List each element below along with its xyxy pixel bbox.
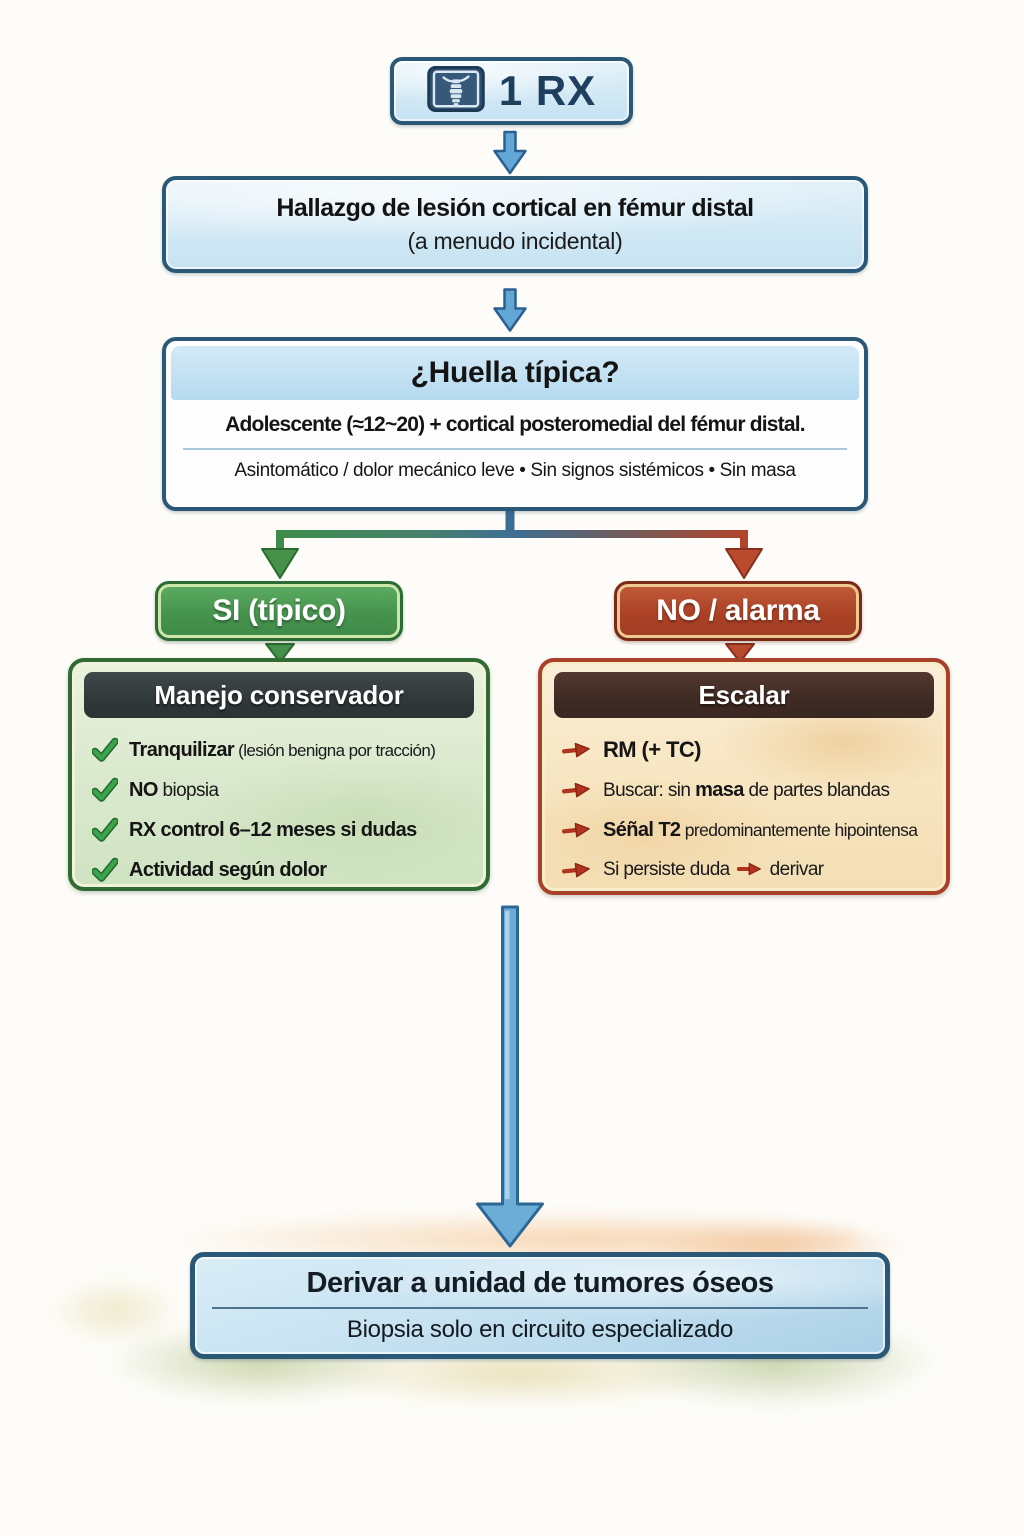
escalate-header: Escalar <box>554 672 934 718</box>
branch-yes-label: SI (típico) <box>212 594 346 627</box>
finding-subtitle: (a menudo incidental) <box>407 228 623 254</box>
question-criteria: Adolescente (≈12~20) + cortical posterom… <box>225 413 805 436</box>
finding-box: Hallazgo de lesión cortical en fémur dis… <box>162 176 868 273</box>
referral-title: Derivar a unidad de tumores óseos <box>306 1267 774 1299</box>
branch-no-pill: NO / alarma <box>614 581 862 641</box>
question-title: ¿Huella típica? <box>171 346 859 400</box>
item-text: derivar <box>769 859 824 880</box>
arrow-right-icon <box>561 818 593 841</box>
item-text: Buscar: sin <box>603 779 696 801</box>
referral-box: Derivar a unidad de tumores óseos Biopsi… <box>190 1252 890 1359</box>
rx-step-label: 1 RX <box>498 67 597 114</box>
item-text-bold: RM (+ TC) <box>603 737 701 762</box>
escalate-item: RM (+ TC) <box>561 730 938 770</box>
escalate-item: Si persiste duda derivar <box>561 850 938 890</box>
down-arrow-icon <box>493 288 527 332</box>
escalate-item: Séñal T2 predominantemente hipointensa <box>561 810 938 850</box>
item-text-bold: Séñal T2 <box>603 818 681 841</box>
item-text-bold: NO <box>129 778 158 801</box>
down-arrow-icon <box>493 130 527 175</box>
conservative-item: Tranquilizar (lesión benigna por tracció… <box>92 730 478 770</box>
conservative-item: RX control 6–12 meses si dudas <box>92 810 478 850</box>
conservative-item: Actividad según dolor <box>92 850 478 890</box>
conservative-header: Manejo conservador <box>84 672 474 718</box>
check-icon <box>92 737 118 763</box>
arrow-right-icon <box>561 858 593 881</box>
conservative-box: Manejo conservador Tranquilizar (lesión … <box>68 658 490 891</box>
branch-no-label: NO / alarma <box>656 594 820 627</box>
question-symptoms: Asintomático / dolor mecánico leve • Sin… <box>234 460 796 481</box>
escalate-box: Escalar RM (+ TC) Buscar: sin masa de pa… <box>538 658 950 895</box>
item-text: de partes blandas <box>743 779 890 801</box>
arrow-right-icon <box>736 861 763 877</box>
check-icon <box>92 817 118 843</box>
arrow-right-icon <box>561 738 593 761</box>
conservative-item: NO biopsia <box>92 770 478 810</box>
check-icon <box>92 857 118 883</box>
item-text: predominantemente hipointensa <box>680 819 918 840</box>
watercolor-wash <box>50 1278 180 1344</box>
check-icon <box>92 777 118 803</box>
question-box: ¿Huella típica? Adolescente (≈12~20) + c… <box>162 337 868 511</box>
item-text-bold: Actividad según dolor <box>129 858 327 881</box>
branch-yes-pill: SI (típico) <box>155 581 403 641</box>
item-text-bold: RX control 6–12 meses si dudas <box>129 818 417 841</box>
referral-subtitle: Biopsia solo en circuito especializado <box>346 1316 734 1343</box>
item-text: Si persiste duda <box>603 859 730 880</box>
item-text: biopsia <box>157 779 219 801</box>
rx-step-box: 1 RX <box>390 57 633 125</box>
flow-arrow-long <box>476 905 544 1248</box>
divider <box>212 1307 868 1309</box>
xray-icon <box>427 65 485 117</box>
finding-title: Hallazgo de lesión cortical en fémur dis… <box>276 194 754 222</box>
divider <box>183 448 847 450</box>
item-text-bold: masa <box>695 778 744 801</box>
branch-connector <box>261 510 763 663</box>
item-text-bold: Tranquilizar <box>129 738 235 761</box>
escalate-item: Buscar: sin masa de partes blandas <box>561 770 938 810</box>
item-text: (lesión benigna por tracción) <box>234 740 436 760</box>
arrow-right-icon <box>561 778 593 801</box>
